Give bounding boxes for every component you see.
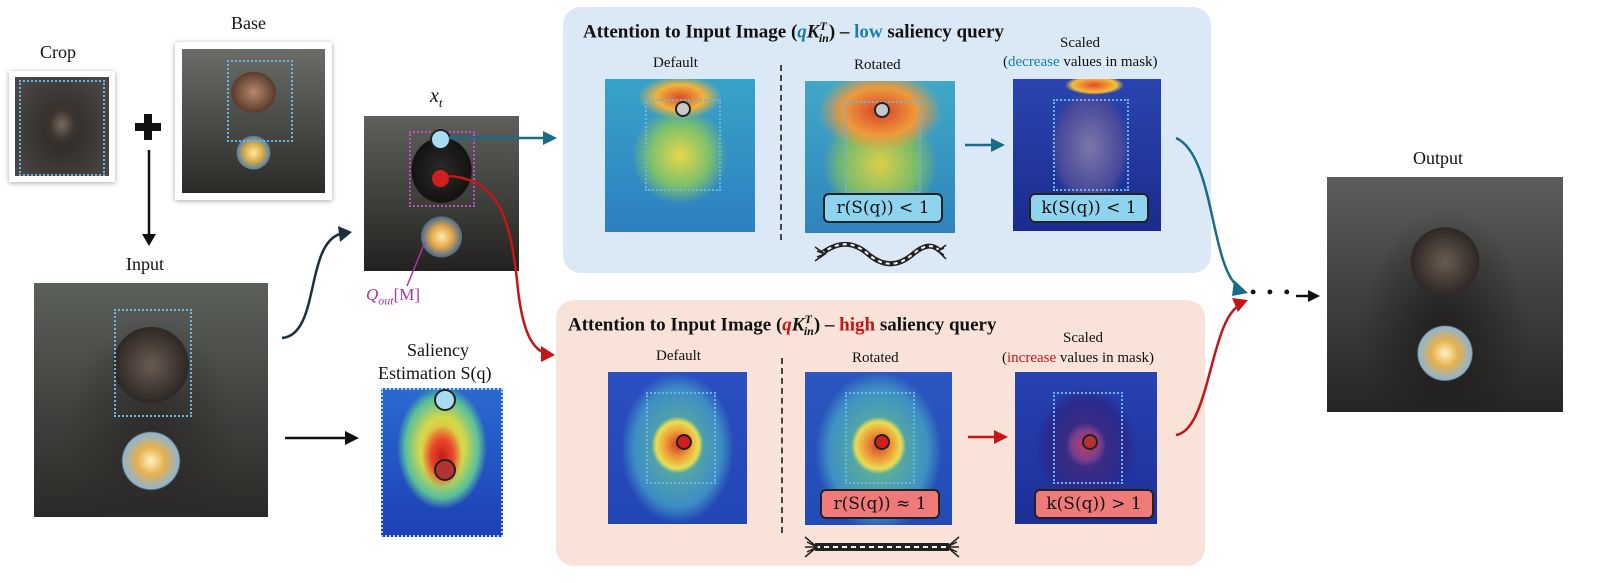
low-title-prefix: Attention to Input Image ( (583, 21, 798, 43)
output-image (1327, 177, 1563, 412)
q-out-label: Qout[M] (366, 285, 420, 308)
base-label: Base (231, 13, 266, 33)
high-title-mid: ) – (813, 314, 840, 336)
low-default-label: Default (653, 55, 698, 71)
base-image-frame (175, 42, 332, 200)
high-scaled-note: (increase values in mask) (1002, 350, 1154, 367)
arrow-input-to-saliency (285, 431, 359, 445)
input-label: Input (126, 254, 164, 274)
high-rotated-query-dot (874, 434, 890, 450)
saliency-high-dot (434, 459, 456, 481)
crop-label: Crop (40, 42, 76, 62)
xt-symbol: x (430, 85, 439, 107)
q-out-pointer (406, 241, 426, 287)
loose-rope-icon (813, 239, 948, 274)
high-scaled-rest: values in mask) (1056, 350, 1155, 366)
output-label: Output (1413, 148, 1464, 168)
q-out-symbol: Q (366, 285, 379, 304)
crop-image-frame (9, 71, 115, 182)
crop-mask (19, 80, 105, 176)
low-title-keyword: low (854, 21, 883, 43)
low-scaled-open: ( (1003, 54, 1008, 70)
plus-icon (133, 112, 163, 147)
low-rotated-formula: r(S(q)) < 1 (823, 193, 943, 223)
high-title-k: K (791, 314, 805, 336)
q-out-suffix: [M] (393, 285, 421, 304)
low-title-mid: ) – (828, 21, 855, 43)
low-panel-title: Attention to Input Image (qKTin) – low s… (583, 19, 1004, 46)
high-scaled-open: ( (1002, 350, 1007, 366)
ellipsis: • • • (1250, 282, 1293, 302)
high-scaled-keyword: increase (1007, 350, 1057, 366)
merge-arrows (1175, 136, 1248, 437)
high-saliency-query-dot (430, 168, 451, 189)
low-scaled-formula: k(S(q)) < 1 (1029, 193, 1149, 223)
low-title-suffix: saliency query (882, 21, 1005, 43)
high-default-query-dot (676, 434, 692, 450)
low-default-mask (645, 99, 721, 191)
low-title-k: K (806, 21, 820, 43)
high-arrow-to-scaled (968, 430, 1008, 444)
high-title-q: q (782, 314, 792, 336)
high-scaled-formula: k(S(q)) > 1 (1034, 489, 1154, 519)
low-saliency-panel: Attention to Input Image (qKTin) – low s… (563, 7, 1211, 273)
low-scaled-keyword: decrease (1008, 54, 1060, 70)
high-default-heatmap (608, 372, 747, 524)
crop-image (15, 77, 109, 176)
saliency-label-line2: Estimation S(q) (378, 363, 492, 383)
low-rotated-label: Rotated (854, 57, 901, 73)
low-title-k-sup: T (819, 19, 827, 33)
xt-subscript: t (438, 95, 443, 110)
low-arrow-to-scaled (965, 138, 1005, 152)
high-title-k-sup: T (804, 312, 812, 326)
high-title-keyword: high (839, 314, 876, 336)
high-scaled-query-dot (1082, 434, 1098, 450)
input-mask (114, 309, 192, 417)
query-arrows (448, 131, 557, 362)
high-default-mask (646, 392, 716, 484)
q-out-subscript: out (378, 293, 394, 308)
low-scaled-note: (decrease values in mask) (1003, 54, 1158, 71)
high-scaled-mask (1053, 392, 1123, 484)
low-scaled-mask (1053, 99, 1129, 191)
base-mask (227, 60, 293, 142)
saliency-low-dot (434, 389, 456, 411)
high-default-label: Default (656, 348, 701, 364)
low-rotated-query-dot (874, 102, 890, 118)
saliency-label-line1: Saliency (407, 340, 469, 360)
xt-label: xt (430, 85, 443, 111)
low-title-q: q (797, 21, 807, 43)
high-title-prefix: Attention to Input Image ( (568, 314, 783, 336)
low-scaled-rest: values in mask) (1059, 54, 1158, 70)
high-title-k-sub: in (803, 324, 814, 339)
input-image (34, 283, 268, 517)
low-saliency-query-dot (430, 129, 451, 150)
base-image (182, 49, 325, 193)
high-rotated-label: Rotated (852, 350, 899, 366)
low-title-k-sub: in (818, 31, 829, 46)
high-saliency-panel: Attention to Input Image (qKTin) – high … (556, 300, 1205, 566)
low-scaled-label: Scaled (1060, 35, 1100, 51)
high-divider (781, 358, 783, 533)
arrow-input-to-xt (281, 226, 352, 340)
arrow-to-input (142, 150, 156, 246)
high-panel-title: Attention to Input Image (qKTin) – high … (568, 312, 996, 339)
high-title-suffix: saliency query (875, 314, 997, 336)
tight-rope-icon (803, 534, 961, 565)
high-scaled-label: Scaled (1063, 330, 1103, 346)
low-default-query-dot (675, 101, 691, 117)
high-rotated-mask (845, 392, 915, 484)
low-divider (780, 65, 782, 240)
arrow-to-output (1296, 290, 1320, 302)
high-rotated-formula: r(S(q)) ≈ 1 (820, 489, 940, 519)
